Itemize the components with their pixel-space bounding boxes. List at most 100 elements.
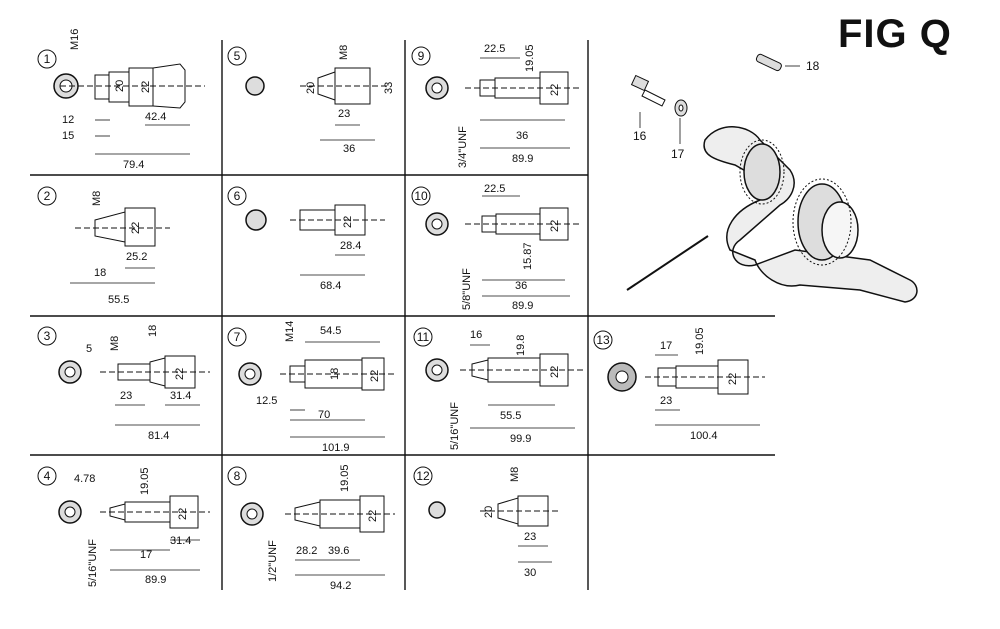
dim-label: 36 [516, 130, 528, 142]
shaft-profile [280, 357, 395, 391]
shaft-profile [60, 63, 205, 109]
dimension-lines [518, 545, 552, 563]
dim-label: 22.5 [484, 183, 505, 195]
dimension-lines [290, 341, 385, 438]
thread-label: M8 [109, 336, 121, 351]
dim-label: 22 [174, 368, 186, 380]
dim-label: 16 [470, 329, 482, 341]
dim-label: 17 [660, 340, 672, 352]
panel-number: 10 [414, 189, 428, 203]
gear-teeth [739, 139, 852, 266]
panel-7: 7 M14 54.5 18 22 12.5 70 101.9 [227, 321, 395, 454]
dimension-lines [320, 124, 375, 141]
shaft-profile [480, 495, 560, 527]
dim-label: 12 [62, 114, 74, 126]
panel-number: 3 [44, 329, 51, 343]
panel-12: 12 M8 20 23 30 [413, 466, 560, 579]
dim-label: 39.6 [328, 545, 349, 557]
panel-number: 7 [234, 330, 241, 344]
shaft-end-view [245, 209, 267, 231]
dim-label: 55.5 [108, 294, 129, 306]
shaft-profile [100, 495, 210, 529]
dim-label: 28.4 [340, 240, 361, 252]
dim-label: 33 [383, 82, 395, 94]
dim-label: 22 [140, 81, 152, 93]
shaft-profile [465, 71, 580, 105]
thread-label: 3/4"UNF [457, 126, 469, 168]
dim-label: 18 [147, 325, 159, 337]
panel-number: 8 [234, 469, 241, 483]
dimension-lines [295, 559, 385, 576]
shaft-profile [300, 67, 390, 105]
panel-number: 4 [44, 469, 51, 483]
panel-11: 11 16 19.8 22 5/16"UNF 55.5 99.9 [413, 327, 585, 450]
dim-label: 54.5 [320, 325, 341, 337]
dim-label: 20 [483, 506, 495, 518]
dim-label: 4.78 [74, 473, 95, 485]
dim-label: 22 [727, 373, 739, 385]
dim-label: 89.9 [145, 574, 166, 586]
dimension-lines [115, 404, 200, 426]
dim-label: 5 [86, 343, 92, 355]
washer-17: 17 [671, 99, 688, 161]
panel-13: 13 17 19.05 22 23 100.4 [593, 327, 765, 442]
shaft-profile [290, 204, 385, 236]
dim-label: 22 [549, 84, 561, 96]
shaft-profile [645, 359, 765, 395]
shaft-profile [285, 495, 395, 533]
dim-label: 36 [515, 280, 527, 292]
dim-label: 22 [367, 510, 379, 522]
panel-number: 9 [418, 49, 425, 63]
thread-label: M16 [69, 29, 81, 50]
dim-label: 94.2 [330, 580, 351, 592]
shaft-profile [465, 207, 580, 241]
dim-label: 15.87 [522, 242, 534, 270]
dim-label: 23 [660, 395, 672, 407]
dim-label: 89.9 [512, 153, 533, 165]
dim-label: 36 [343, 143, 355, 155]
panel-number: 11 [417, 330, 430, 344]
dim-label: 101.9 [322, 442, 350, 454]
dim-label: 99.9 [510, 433, 531, 445]
dim-label: 31.4 [170, 390, 191, 402]
shaft-end-view [245, 76, 265, 96]
dimension-lines [95, 119, 190, 155]
dim-label: 81.4 [148, 430, 169, 442]
dim-label: 19.05 [524, 44, 536, 72]
part-17-label: 17 [671, 147, 685, 161]
thread-label: 1/2"UNF [267, 540, 279, 582]
dim-label: 22 [342, 216, 354, 228]
thread-label: M8 [509, 467, 521, 482]
panel-4: 4 4.78 19.05 22 31.4 17 5/16"UNF 89.9 [37, 466, 210, 587]
dim-label: 19.05 [694, 327, 706, 355]
dim-label: 20 [114, 80, 126, 92]
dim-label: 15 [62, 130, 74, 142]
panel-9: 9 22.5 19.05 22 3/4"UNF 36 89.9 [411, 43, 580, 168]
panel-number: 2 [44, 189, 51, 203]
dim-label: 68.4 [320, 280, 341, 292]
dim-label: 22 [549, 366, 561, 378]
thread-label: 5/8"UNF [461, 268, 473, 310]
dimension-lines [480, 57, 570, 149]
dim-label: 19.8 [515, 335, 527, 356]
panel-8: 8 19.05 22 1/2"UNF 28.2 39.6 94.2 [227, 464, 395, 592]
dim-label: 23 [120, 390, 132, 402]
dim-label: 42.4 [145, 111, 166, 123]
dimension-lines [70, 267, 155, 284]
dim-label: 25.2 [126, 251, 147, 263]
panel-1: 1 M16 20 22 12 42.4 15 79.4 [37, 29, 205, 171]
part-16-label: 16 [633, 129, 647, 143]
thread-label: 5/16"UNF [449, 402, 461, 450]
panel-6: 6 22 28.4 68.4 [227, 186, 385, 292]
leader-line [626, 235, 709, 291]
dim-label: 70 [318, 409, 330, 421]
dim-label: 22 [549, 220, 561, 232]
dim-label: 89.9 [512, 300, 533, 312]
panel-number: 1 [44, 52, 51, 66]
dim-label: 28.2 [296, 545, 317, 557]
thread-label: M8 [338, 45, 350, 60]
dimension-lines [110, 539, 200, 571]
dim-label: 18 [329, 368, 341, 380]
grid-lines [30, 40, 775, 590]
